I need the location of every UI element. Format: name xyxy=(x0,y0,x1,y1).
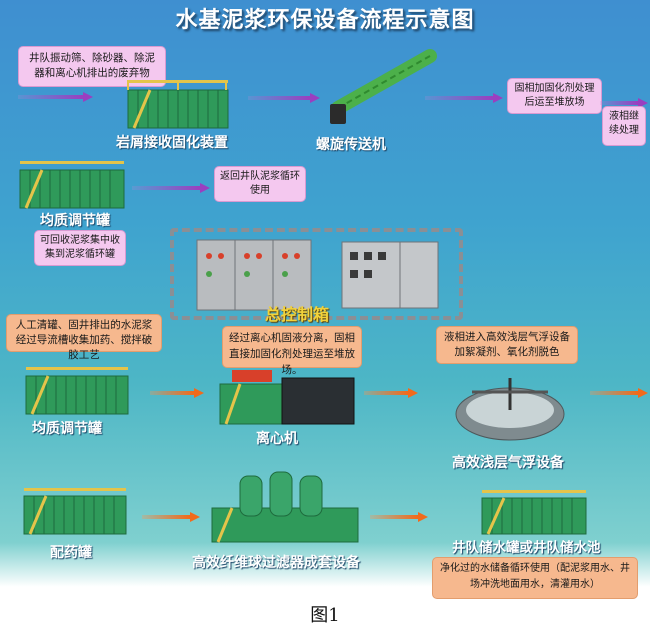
control-panel-icon xyxy=(341,241,439,309)
label-centrifuge: 离心机 xyxy=(256,431,298,447)
label-solidifier: 岩屑接收固化装置 xyxy=(116,135,228,151)
homogenizing-tank-1-icon xyxy=(19,161,125,209)
centrifuge-icon xyxy=(219,370,355,425)
water-storage-tank-icon xyxy=(481,490,587,535)
label-water-storage: 井队储水罐或井队储水池 xyxy=(452,540,601,556)
label-homogenizing-tank-2: 均质调节罐 xyxy=(32,421,102,437)
note-cement-slurry: 人工清罐、固井排出的水泥浆经过导流槽收集加药、搅拌破胶工艺 xyxy=(6,314,162,361)
solidifier-unit-icon xyxy=(127,80,229,129)
note-waste-input: 井队振动筛、除砂器、除泥器和离心机排出的废弃物 xyxy=(18,46,166,87)
label-screw-conveyor: 螺旋传送机 xyxy=(316,137,386,153)
flotation-unit-icon xyxy=(455,378,565,441)
note-return-mud: 返回井队泥浆循环使用 xyxy=(214,166,306,202)
arrow-solidifier-to-screw xyxy=(248,93,320,103)
screw-conveyor-icon xyxy=(330,49,437,124)
arrow-centrifuge-to-flotation xyxy=(364,388,418,398)
note-mud-recovery: 可回收泥浆集中收集到泥浆循环罐 xyxy=(34,230,126,266)
arrow-dosing-to-filter xyxy=(142,512,200,522)
page-title: 水基泥浆环保设备流程示意图 xyxy=(175,8,475,33)
label-homogenizing-tank-1: 均质调节罐 xyxy=(40,213,110,229)
note-liquid-continue: 液相继续处理 xyxy=(602,106,646,146)
arrow-screw-to-disposal xyxy=(425,93,503,103)
arrow-to-liquid-processing xyxy=(600,98,648,108)
arrow-tank2-to-centrifuge xyxy=(150,388,204,398)
label-fiber-filter: 高效纤维球过滤器成套设备 xyxy=(192,555,360,571)
fiber-ball-filter-icon xyxy=(211,471,359,543)
control-box-frame xyxy=(170,228,463,320)
arrow-waste-to-solidifier xyxy=(18,92,93,102)
note-centrifuge: 经过离心机固液分离，固相直接加固化剂处理运至堆放场。 xyxy=(222,326,362,376)
note-recycled-water: 净化过的水储备循环使用（配泥浆用水、井场冲洗地面用水，清灌用水） xyxy=(432,557,638,599)
dosing-tank-icon xyxy=(23,488,127,535)
note-solid-disposal: 固相加固化剂处理后运至堆放场 xyxy=(507,78,602,114)
figure-caption: 图1 xyxy=(310,605,340,626)
arrow-filter-to-storage xyxy=(370,512,428,522)
label-control-box: 总控制箱 xyxy=(265,305,330,324)
label-dosing-tank: 配药罐 xyxy=(50,545,92,561)
arrow-tank-to-return xyxy=(132,183,210,193)
homogenizing-tank-2-icon xyxy=(25,367,129,415)
arrow-flotation-out xyxy=(590,388,648,398)
note-flotation: 液相进入高效浅层气浮设备加絮凝剂、氧化剂脱色 xyxy=(436,326,578,364)
control-cabinet-icon xyxy=(196,239,312,311)
label-flotation: 高效浅层气浮设备 xyxy=(452,455,564,471)
